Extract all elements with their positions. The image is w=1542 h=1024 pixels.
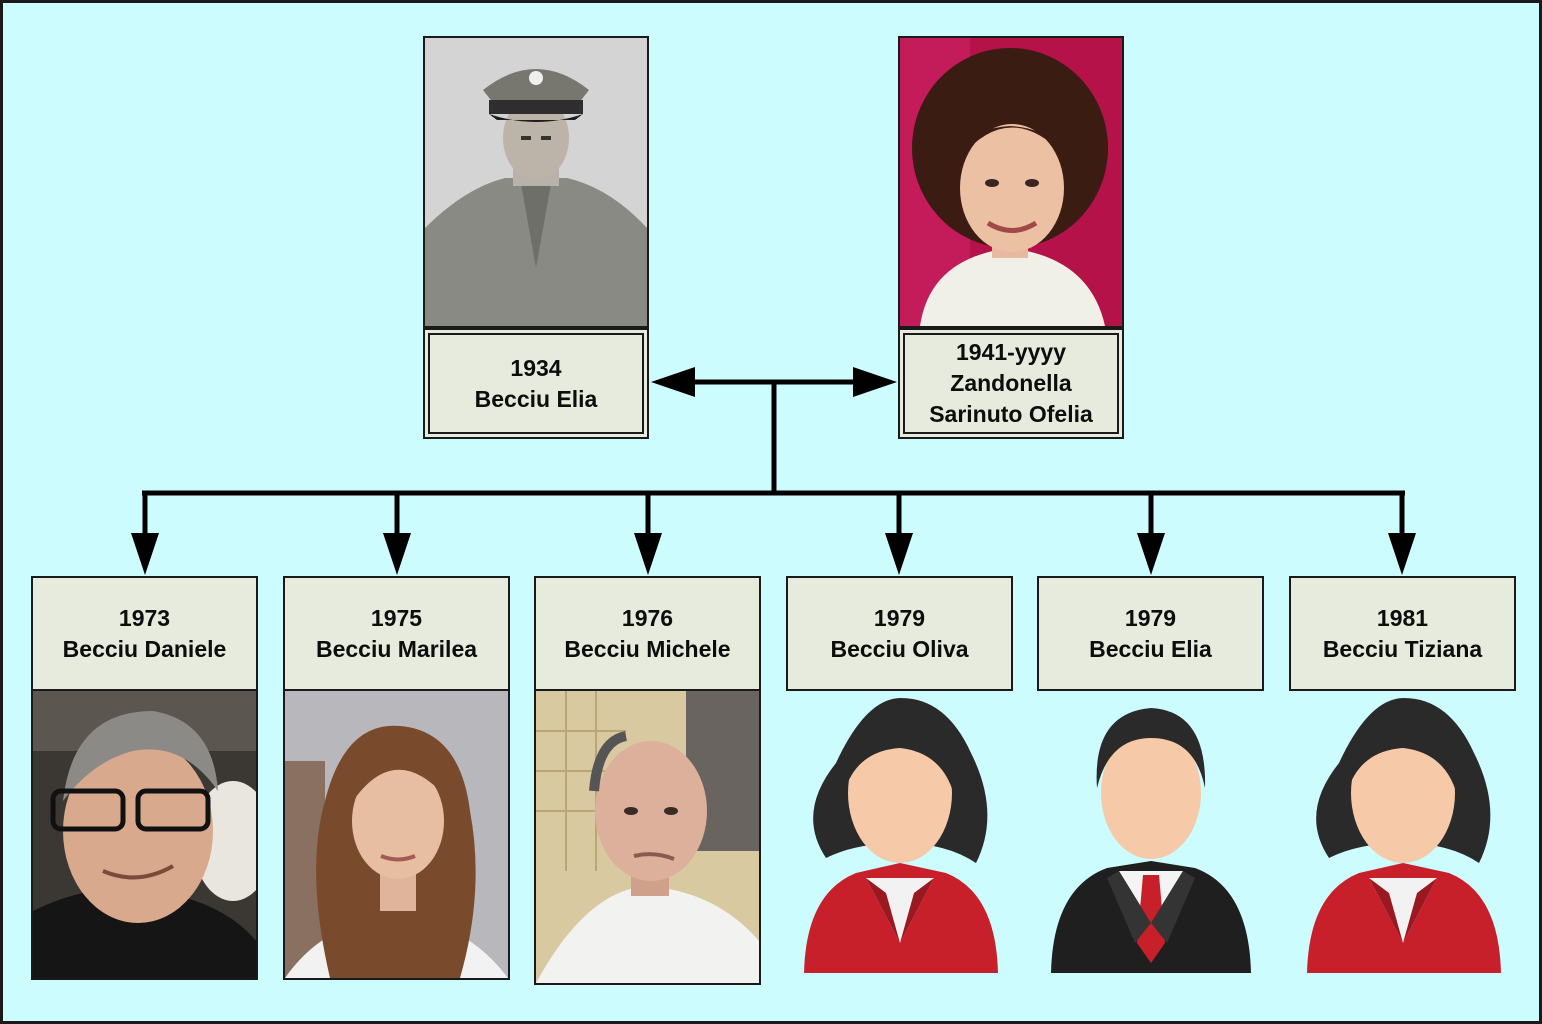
mother-name-line-2: Sarinuto Ofelia [929, 401, 1093, 427]
child-label-5: 1979 Becciu Elia [1037, 576, 1264, 691]
child-year: 1976 [621, 604, 674, 631]
child-name: Becciu Marilea [315, 635, 478, 662]
arrow-to-father [651, 367, 695, 397]
child-year: 1979 [1124, 604, 1177, 631]
child-name: Becciu Elia [1089, 635, 1212, 662]
female-avatar-icon [1299, 693, 1507, 983]
father-year: 1934 [510, 354, 562, 381]
photo-man-bald [534, 689, 761, 985]
photo-soldier [423, 36, 649, 328]
child-label-4: 1979 Becciu Oliva [786, 576, 1013, 691]
child-label-1: 1973 Becciu Daniele [31, 576, 258, 691]
child-name: Becciu Michele [564, 635, 731, 662]
child-year: 1975 [370, 604, 423, 631]
father-label: 1934 Becciu Elia [423, 328, 649, 439]
child-name: Becciu Tiziana [1322, 635, 1483, 662]
female-avatar-icon [796, 693, 1004, 983]
child-label-3: 1976 Becciu Michele [534, 576, 761, 691]
mother-year: 1941-yyyy [956, 339, 1066, 365]
male-avatar-icon [1047, 693, 1255, 983]
father-name: Becciu Elia [474, 385, 598, 412]
child-label-2: 1975 Becciu Marilea [283, 576, 510, 691]
child-year: 1973 [118, 604, 171, 631]
connector-lines [131, 367, 1416, 575]
child-year: 1979 [873, 604, 926, 631]
child-name: Becciu Oliva [830, 635, 969, 662]
photo-woman-longhair [283, 689, 510, 980]
child-drops [131, 493, 1416, 575]
photo-woman-red [898, 36, 1124, 328]
mother-label: 1941-yyyy Zandonella Sarinuto Ofelia [898, 328, 1124, 439]
child-name: Becciu Daniele [62, 635, 227, 662]
arrow-to-mother [853, 367, 897, 397]
child-year: 1981 [1376, 604, 1429, 631]
child-label-6: 1981 Becciu Tiziana [1289, 576, 1516, 691]
photo-man-glasses [31, 689, 258, 980]
mother-name-line-1: Zandonella [950, 370, 1072, 396]
